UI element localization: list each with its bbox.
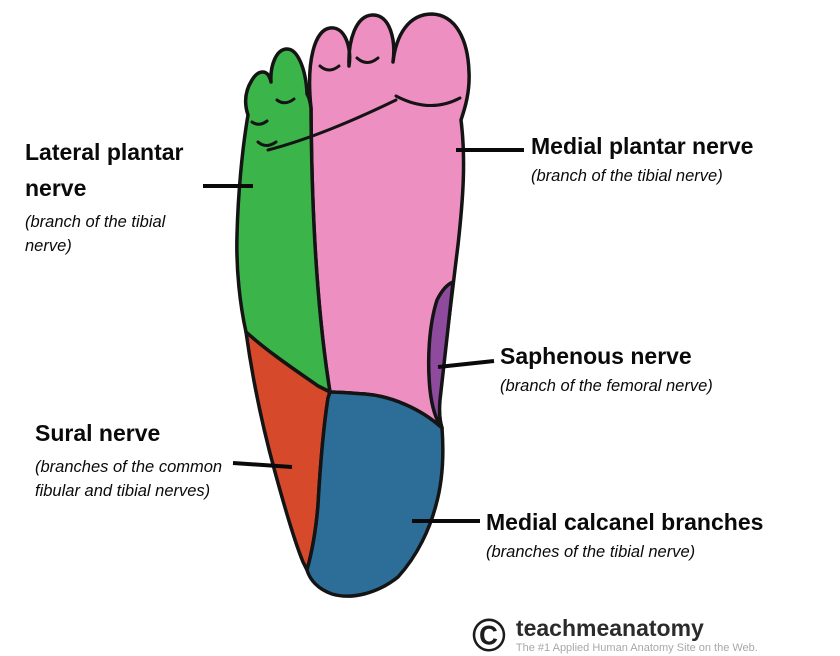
teachmeanatomy-logo: © teachmeanatomy The #1 Applied Human An…	[472, 612, 758, 656]
leader-saphenous	[437, 359, 495, 369]
region-lateral-plantar-nerve	[235, 47, 332, 394]
label-lateral-plantar-name-line2: nerve	[25, 175, 87, 201]
label-medial-plantar-nerve: Medial plantar nerve (branch of the tibi…	[531, 128, 753, 188]
label-medial-calcaneal-name: Medial calcanel branches	[486, 509, 764, 535]
logo-text-block: teachmeanatomy The #1 Applied Human Anat…	[516, 615, 758, 655]
label-medial-plantar-name: Medial plantar nerve	[531, 133, 754, 159]
label-lateral-plantar-nerve: Lateral plantar nerve (branch of the tib…	[25, 134, 184, 258]
logo-site-name: teachmeanatomy	[515, 615, 704, 641]
label-sural-nerve: Sural nerve (branches of the common fibu…	[35, 415, 222, 503]
copyright-icon: ©	[472, 609, 506, 656]
label-medial-calcaneal-sub: (branches of the tibial nerve)	[486, 543, 696, 561]
label-lateral-plantar-sub-line2: nerve)	[25, 237, 72, 255]
label-saphenous-name: Saphenous nerve	[500, 343, 692, 369]
label-sural-sub-line1: (branches of the common	[35, 458, 223, 476]
label-medial-calcaneal-branches: Medial calcanel branches (branches of th…	[486, 504, 763, 564]
logo-tagline: The #1 Applied Human Anatomy Site on the…	[515, 642, 758, 654]
label-lateral-plantar-name-line1: Lateral plantar	[25, 139, 184, 165]
region-medial-calcaneal-branches	[305, 390, 445, 598]
region-saphenous-nerve	[426, 280, 455, 430]
leader-sural	[232, 461, 293, 469]
toe-crease-lines	[250, 56, 462, 152]
label-saphenous-sub: (branch of the femoral nerve)	[500, 377, 713, 395]
label-lateral-plantar-sub-line1: (branch of the tibial	[25, 213, 166, 231]
label-sural-name: Sural nerve	[35, 420, 161, 446]
label-medial-plantar-sub: (branch of the tibial nerve)	[531, 167, 723, 185]
label-saphenous-nerve: Saphenous nerve (branch of the femoral n…	[500, 338, 713, 398]
label-sural-sub-line2: fibular and tibial nerves)	[35, 482, 211, 500]
leader-lines	[203, 148, 524, 523]
